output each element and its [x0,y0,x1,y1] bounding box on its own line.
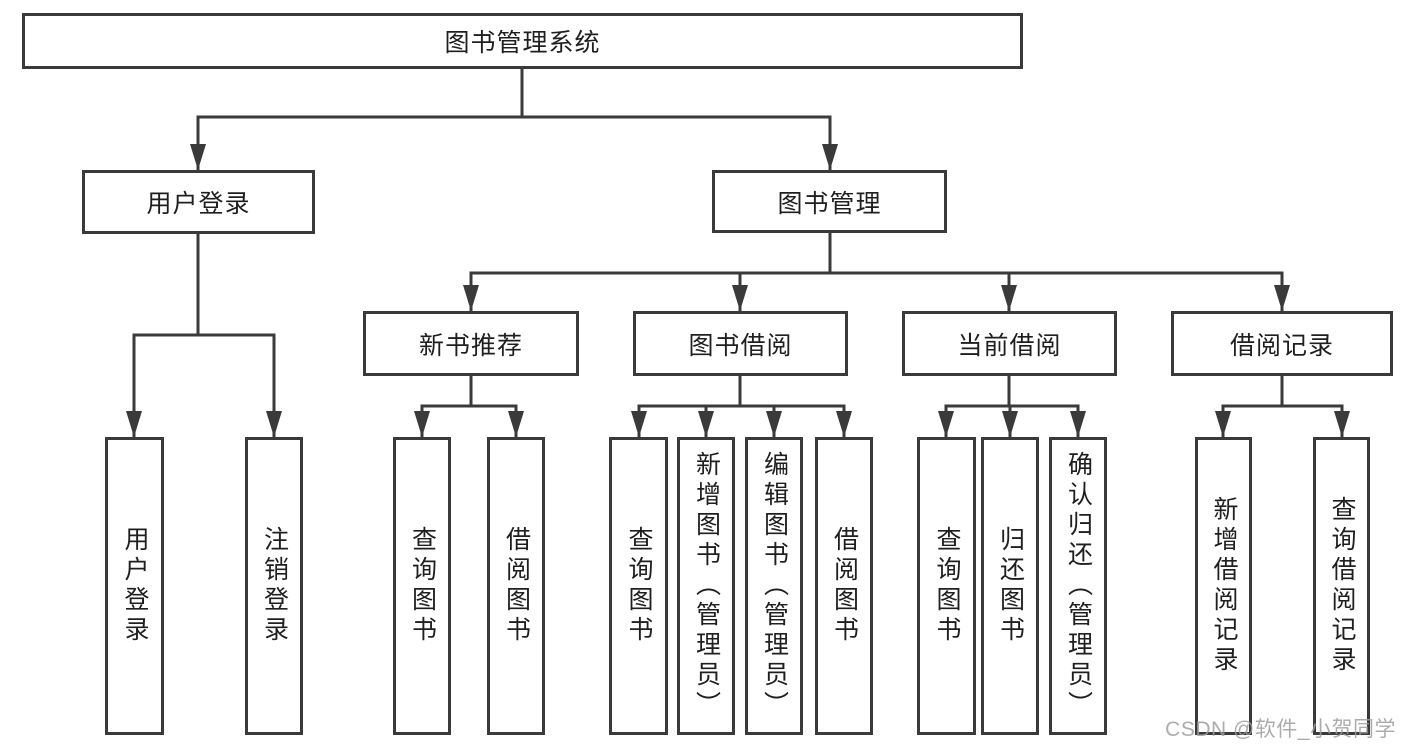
node-leaf-return-books: 归还图书 [981,437,1039,735]
connector-book-management-trunk [469,231,1284,275]
connector-new-book-recommend-trunk [420,374,518,408]
node-leaf-query-books-borrow: 查询图书 [609,437,668,735]
node-leaf-borrow-books: 借阅图书 [815,437,873,735]
connector-root-trunk [196,66,832,119]
node-borrow-records: 借阅记录 [1171,311,1393,376]
connector-current-borrow-trunk [944,374,1080,408]
node-leaf-query-borrow-record: 查询借阅记录 [1313,437,1370,735]
node-leaf-user-login: 用户登录 [105,437,164,735]
node-leaf-query-books-current: 查询图书 [917,437,976,735]
node-leaf-logout-login: 注销登录 [245,437,303,735]
node-user-login: 用户登录 [82,170,315,234]
connector-user-login-trunk [132,232,276,337]
node-leaf-query-books-recommend: 查询图书 [393,437,451,735]
node-book-management-system: 图书管理系统 [22,13,1023,69]
node-leaf-add-books-admin: 新增图书（管理员） [677,437,735,735]
node-leaf-confirm-return-admin: 确认归还（管理员） [1049,437,1107,735]
node-current-borrow: 当前借阅 [902,311,1117,376]
node-leaf-borrow-books-recommend: 借阅图书 [487,437,545,735]
node-leaf-edit-books-admin: 编辑图书（管理员） [745,437,803,735]
node-leaf-add-borrow-record: 新增借阅记录 [1195,437,1252,735]
node-book-borrow: 图书借阅 [633,311,848,376]
csdn-watermark: CSDN @软件_小贺同学 [1165,718,1396,741]
node-new-book-recommend: 新书推荐 [363,311,579,376]
connector-book-borrow-trunk [637,374,846,408]
node-book-management: 图书管理 [712,170,947,233]
connector-borrow-records-trunk [1221,374,1344,408]
